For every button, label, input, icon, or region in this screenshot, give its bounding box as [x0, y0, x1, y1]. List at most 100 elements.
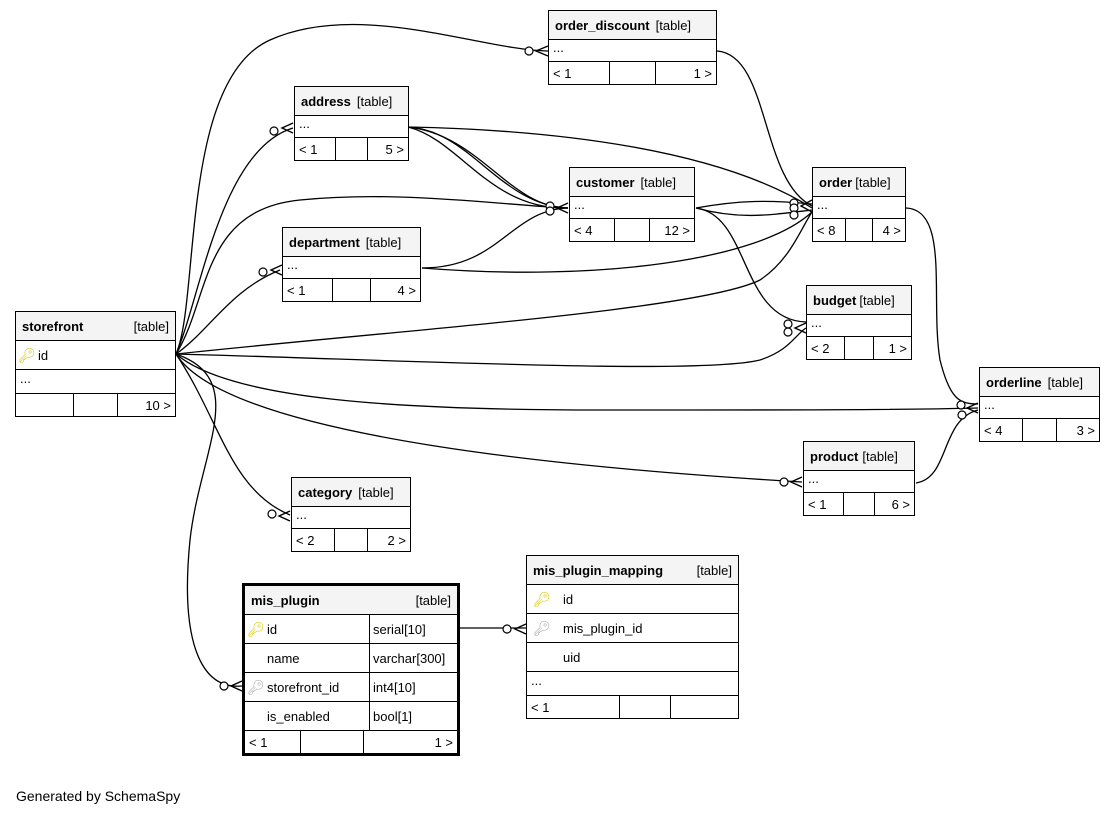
edge-address-customer-1: [407, 126, 569, 209]
column-name: uid: [563, 649, 581, 665]
table-address[interactable]: address [table] ... < 1 5 >: [294, 86, 409, 161]
table-name: orderline: [986, 374, 1042, 390]
edge-customer-budget: [695, 207, 807, 323]
table-name: address: [301, 93, 351, 109]
children-count: 5 >: [366, 138, 408, 160]
table-kind: [table]: [855, 174, 891, 190]
edge-address-customer-2: [407, 126, 569, 209]
column-row: uid: [527, 643, 738, 672]
children-count: 3 >: [1055, 419, 1099, 441]
footer-spacer: [73, 394, 117, 416]
edge-order_discount-order: [716, 50, 813, 207]
table-name: order_discount: [555, 17, 650, 33]
table-mis_plugin[interactable]: mis_plugin[table] 🔑︎ id serial[10] name …: [242, 583, 460, 756]
parents-count: [16, 394, 73, 416]
crowfoot-marker: [534, 45, 549, 57]
crowfoot-marker: [799, 199, 813, 213]
column-row: 🔑︎ id serial[10]: [245, 615, 457, 644]
children-count: 1 >: [873, 337, 911, 359]
cardinality-marker: [783, 327, 793, 337]
parents-count: < 2: [296, 532, 315, 548]
crowfoot-marker: [513, 623, 527, 635]
column-row: 🔑︎ id: [527, 585, 738, 614]
table-kind: [table]: [365, 234, 402, 250]
table-kind: [table]: [862, 448, 898, 464]
table-kind: [table]: [655, 17, 692, 33]
table-kind: [table]: [133, 318, 169, 334]
edge-address-order: [407, 126, 813, 209]
parents-count: < 1: [299, 141, 318, 157]
crowfoot-marker: [229, 680, 243, 692]
column-name: storefront_id: [267, 679, 340, 695]
table-kind: [table]: [1047, 374, 1084, 390]
column-ellipsis: ...: [980, 397, 1099, 419]
footer-spacer: [300, 731, 363, 753]
edge-storefront-orderline: [175, 353, 979, 411]
table-name: department: [289, 234, 360, 250]
column-name: id: [563, 591, 574, 607]
parents-count: < 1: [553, 65, 572, 81]
parents-count: < 4: [574, 222, 593, 238]
footer-spacer: [333, 529, 367, 551]
parents-count: < 1: [531, 699, 550, 715]
cardinality-marker: [783, 319, 793, 329]
footer-spacer: [845, 219, 871, 241]
children-count: 4 >: [370, 279, 420, 301]
column-ellipsis: ...: [295, 116, 408, 138]
yellow-key-icon: 🔑︎: [18, 346, 36, 363]
column-name: mis_plugin_id: [563, 620, 643, 636]
children-count: 1 >: [363, 731, 457, 753]
column-name: id: [38, 347, 49, 363]
parents-count: < 1: [808, 496, 827, 512]
gray-key-icon: 🔑︎: [247, 678, 265, 695]
table-kind: [table]: [358, 484, 394, 500]
table-name: mis_plugin: [251, 592, 320, 608]
parents-count: < 1: [287, 282, 306, 298]
cardinality-marker: [545, 206, 555, 216]
crowfoot-marker: [789, 476, 803, 488]
table-kind: [table]: [356, 93, 393, 109]
cardinality-marker: [956, 400, 966, 410]
table-kind: [table]: [415, 592, 451, 608]
cardinality-marker: [269, 126, 279, 136]
edge-storefront-category: [175, 353, 291, 516]
children-count: 4 >: [871, 219, 905, 241]
edge-storefront-order_discount: [175, 23, 549, 355]
edge-customer-order-1: [695, 200, 813, 209]
crowfoot-marker: [555, 202, 569, 214]
column-type: int4[10]: [369, 673, 457, 701]
table-name: budget: [813, 292, 857, 308]
edge-storefront-budget: [175, 327, 807, 368]
crowfoot-marker: [280, 122, 294, 134]
cardinality-marker: [258, 267, 268, 277]
edge-storefront-product: [175, 353, 803, 483]
column-type: bool[1]: [369, 702, 457, 730]
cardinality-marker: [957, 410, 967, 420]
column-row: 🔑︎id: [16, 341, 175, 370]
edge-storefront-order: [175, 211, 813, 355]
cardinality-marker: [789, 210, 799, 220]
generated-by-footer: Generated by SchemaSpy: [16, 788, 181, 804]
children-count: 10 >: [117, 394, 175, 416]
table-name: order: [819, 174, 853, 190]
parents-count: < 1: [249, 734, 268, 750]
crowfoot-marker: [793, 322, 807, 334]
table-mis_plugin_mapping[interactable]: mis_plugin_mapping[table] 🔑︎ id 🔑︎ mis_p…: [526, 555, 739, 719]
children-count: 2 >: [367, 529, 410, 551]
cardinality-marker: [267, 509, 277, 519]
column-ellipsis: ...: [527, 672, 738, 696]
crowfoot-marker: [965, 402, 979, 414]
children-count: 1 >: [655, 62, 716, 84]
table-name: product: [810, 448, 859, 464]
edge-storefront-customer: [175, 195, 569, 355]
table-storefront[interactable]: storefront[table] 🔑︎id ... 10 >: [15, 311, 176, 417]
